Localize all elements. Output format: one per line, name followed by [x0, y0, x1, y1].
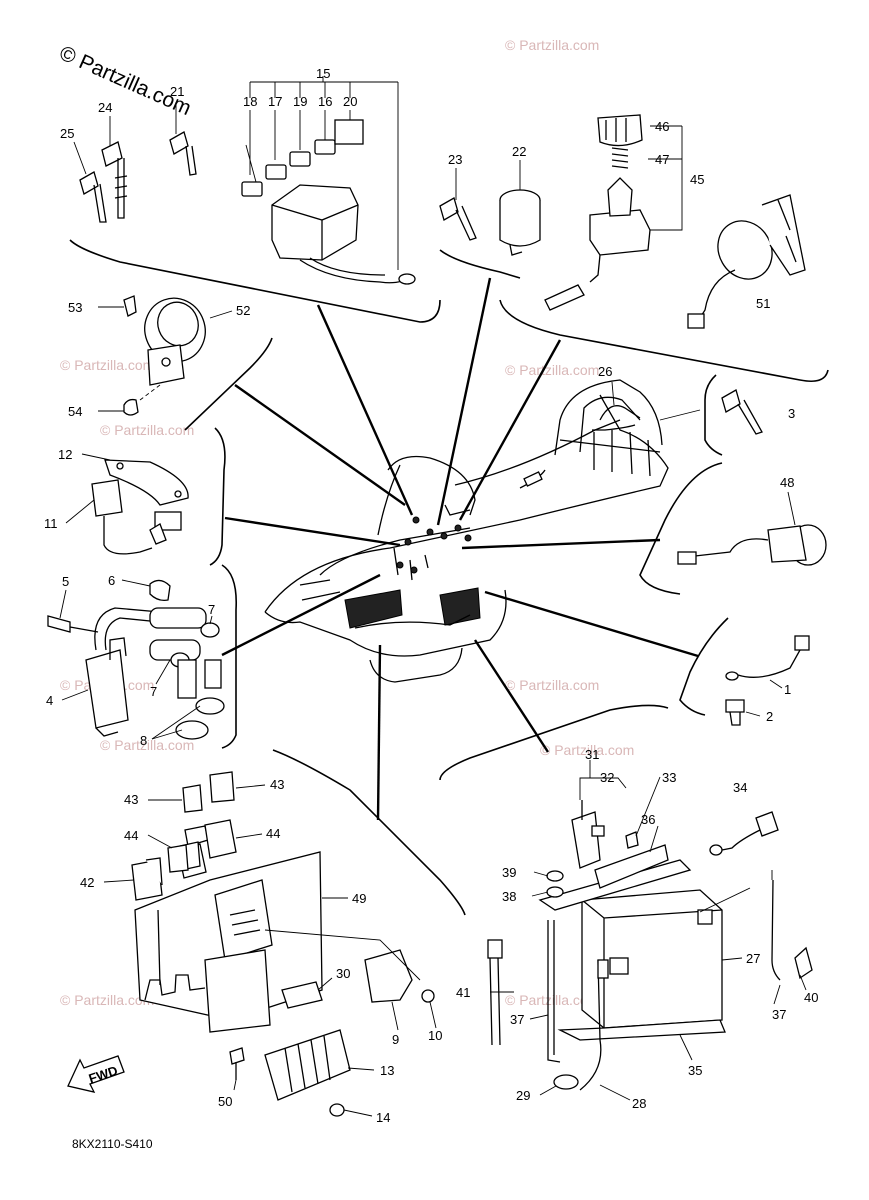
- part-label: 10: [428, 1028, 442, 1043]
- part-label: 24: [98, 100, 112, 115]
- part-label: 35: [688, 1063, 702, 1078]
- switch-assembly: [544, 114, 683, 311]
- watermark-layer: © Partzilla.com © Partzilla.com © Partzi…: [60, 37, 634, 1008]
- temperature-gauge: [123, 295, 206, 416]
- cable-ties-left: [73, 102, 197, 223]
- part-label: 21: [170, 84, 184, 99]
- part-label: 53: [68, 300, 82, 315]
- part-label: 14: [376, 1110, 390, 1125]
- part-label: 7: [208, 602, 215, 617]
- part-label: 39: [502, 865, 516, 880]
- sensor-1-2: [725, 635, 810, 726]
- watermark: © Partzilla.com: [540, 742, 634, 758]
- part-label: 37: [772, 1007, 786, 1022]
- horn-48: [677, 491, 827, 566]
- part-label: 5: [62, 574, 69, 589]
- part-number-labels: 15 18 17 19 16 20 21 24 25 23 22 46 47 4…: [44, 66, 818, 1125]
- part-label: 2: [766, 709, 773, 724]
- part-label: 49: [352, 891, 366, 906]
- part-label: 20: [343, 94, 357, 109]
- part-label: 23: [448, 152, 462, 167]
- leader-lines: [59, 144, 807, 1117]
- relay-bracket: [91, 459, 189, 555]
- part-label: 37: [510, 1012, 524, 1027]
- part-label: 11: [44, 516, 58, 531]
- part-label: 32: [600, 770, 614, 785]
- part-label: 54: [68, 404, 82, 419]
- watermark: © Partzilla.com: [505, 992, 599, 1008]
- part-label: 28: [632, 1096, 646, 1111]
- part-label: 51: [756, 296, 770, 311]
- part-label: 7: [150, 684, 157, 699]
- part-label: 48: [780, 475, 794, 490]
- part-label: 52: [236, 303, 250, 318]
- part-label: 34: [733, 780, 747, 795]
- part-label: 26: [598, 364, 612, 379]
- part-label: 33: [662, 770, 676, 785]
- part-label: 15: [316, 66, 330, 81]
- relay-housing: [131, 771, 435, 1117]
- watermark: © Partzilla.com: [505, 37, 599, 53]
- part-label: 41: [456, 985, 470, 1000]
- part-label: 8: [140, 733, 147, 748]
- key-switch: [687, 194, 806, 329]
- diagram-code: 8KX2110-S410: [72, 1137, 153, 1151]
- part-label: 6: [108, 573, 115, 588]
- part-label: 3: [788, 406, 795, 421]
- wire-harness-26: [599, 381, 763, 435]
- ignition-coil: [47, 579, 225, 740]
- watermark: © Partzilla.com: [505, 677, 599, 693]
- snowmobile-vehicle: [264, 379, 669, 683]
- part-label: 12: [58, 447, 72, 462]
- part-label: 27: [746, 951, 760, 966]
- callout-lines: [221, 277, 699, 821]
- part-label: 42: [80, 875, 94, 890]
- part-label: 44: [124, 828, 138, 843]
- part-label: 40: [804, 990, 818, 1005]
- watermark: © Partzilla.com: [60, 992, 154, 1008]
- part-label: 22: [512, 144, 526, 159]
- watermark: © Partzilla.com: [100, 422, 194, 438]
- part-label: 13: [380, 1063, 394, 1078]
- watermark: © Partzilla.com: [505, 362, 599, 378]
- part-label: 16: [318, 94, 332, 109]
- section-outlines: [69, 239, 829, 916]
- part-label: 47: [655, 152, 669, 167]
- watermark: © Partzilla.com: [60, 357, 154, 373]
- fwd-arrow-icon: FWD: [67, 1055, 125, 1093]
- part-label: 1: [784, 682, 791, 697]
- part-label: 38: [502, 889, 516, 904]
- part-label: 45: [690, 172, 704, 187]
- watermark: © Partzilla.com: [100, 737, 194, 753]
- part-label: 17: [268, 94, 282, 109]
- part-label: 43: [270, 777, 284, 792]
- part-label: 31: [585, 747, 599, 762]
- part-label: 18: [243, 94, 257, 109]
- part-label: 19: [293, 94, 307, 109]
- fuse-box-assembly: [241, 76, 416, 285]
- part-label: 43: [124, 792, 138, 807]
- part-label: 25: [60, 126, 74, 141]
- part-label: 29: [516, 1088, 530, 1103]
- partzilla-watermark: © Partzilla.com: [56, 42, 195, 121]
- part-label: 44: [266, 826, 280, 841]
- relay-and-tie: [439, 160, 541, 256]
- part-label: 9: [392, 1032, 399, 1047]
- part-label: 36: [641, 812, 655, 827]
- battery-assembly: [487, 760, 813, 1091]
- part-label: 46: [655, 119, 669, 134]
- part-label: 50: [218, 1094, 232, 1109]
- part-label: 30: [336, 966, 350, 981]
- part-label: 4: [46, 693, 53, 708]
